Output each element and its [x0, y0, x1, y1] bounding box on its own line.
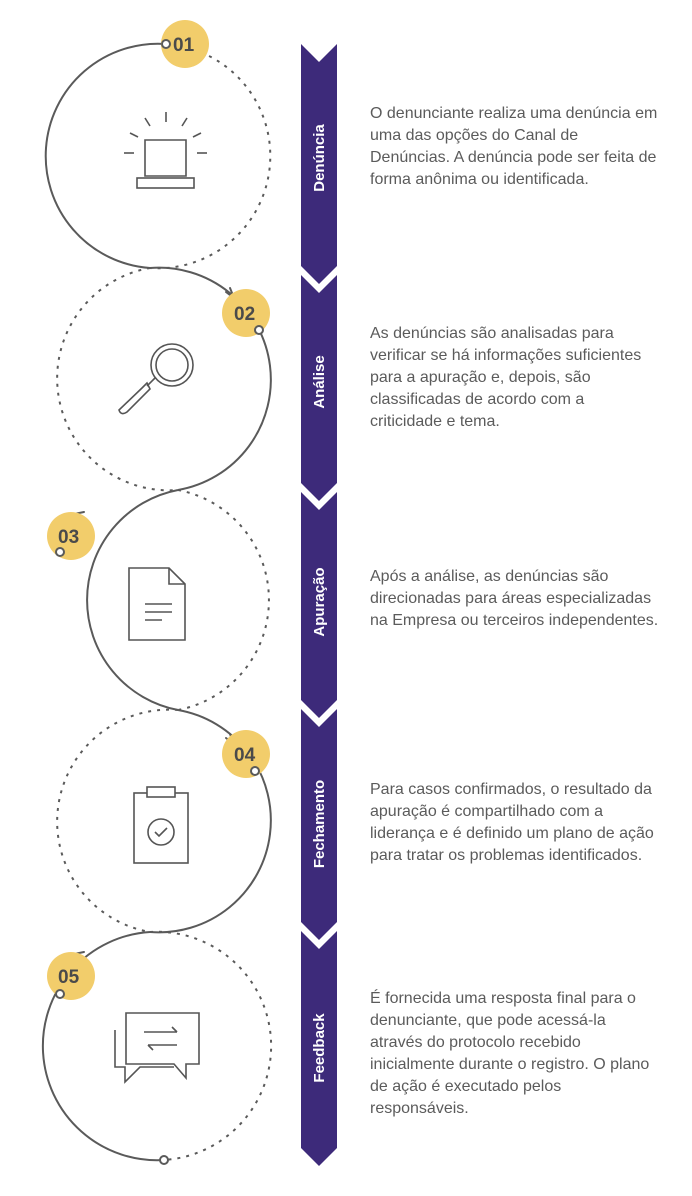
circle-connectors — [41, 42, 273, 1162]
circle-3-dashed-arc — [177, 489, 270, 711]
step-description-5: É fornecida uma resposta final para o de… — [370, 990, 650, 1117]
badge-number-05: 05 — [58, 967, 80, 988]
magnifier-icon — [118, 343, 194, 415]
step-label-2: Análise — [311, 355, 328, 408]
circle-1-dashed-arc — [149, 43, 272, 270]
siren-icon — [124, 112, 207, 189]
band-segment-2 — [301, 275, 337, 501]
step-label-1: Denúncia — [311, 124, 328, 192]
badge-03: 03 — [47, 512, 95, 560]
step-description-4: Para casos confirmados, o resultado da a… — [370, 781, 654, 864]
circle-4-solid-arc — [149, 709, 272, 934]
circle-2-solid-arc — [149, 266, 272, 491]
badge-number-03: 03 — [58, 527, 79, 548]
badge-04: 04 — [222, 730, 270, 778]
step-description-1: O denunciante realiza uma denúncia em um… — [370, 105, 658, 188]
circle-2-dashed-arc — [56, 267, 179, 492]
step-label-3: Apuração — [311, 567, 328, 636]
chat-exchange-icon — [114, 1012, 200, 1084]
badge-05: 05 — [47, 952, 95, 1000]
step-description-2: As denúncias são analisadas para verific… — [370, 325, 642, 430]
band-segment-1 — [301, 44, 337, 284]
band-segment-5 — [301, 931, 337, 1166]
badge-number-02: 02 — [234, 304, 255, 325]
badge-02: 02 — [222, 289, 270, 337]
transition-arrows — [71, 287, 237, 961]
step-description-3: Após a análise, as denúncias são direcio… — [370, 568, 659, 629]
circle-1-solid-arc — [44, 42, 167, 269]
circle-5-solid-arc — [41, 931, 165, 1162]
clipboard-check-icon — [133, 786, 189, 864]
circle-3-solid-arc — [86, 489, 179, 711]
badge-01: 01 — [161, 20, 209, 68]
step-band — [301, 44, 337, 1166]
badge-number-01: 01 — [173, 35, 195, 56]
band-segment-3 — [301, 492, 337, 718]
document-icon — [128, 567, 186, 641]
step-label-4: Fechamento — [311, 780, 328, 868]
circle-4-dashed-arc — [56, 708, 179, 933]
band-segment-4 — [301, 709, 337, 940]
step-label-5: Feedback — [311, 1013, 328, 1083]
badge-number-04: 04 — [234, 745, 256, 766]
end-dot — [159, 1155, 169, 1165]
